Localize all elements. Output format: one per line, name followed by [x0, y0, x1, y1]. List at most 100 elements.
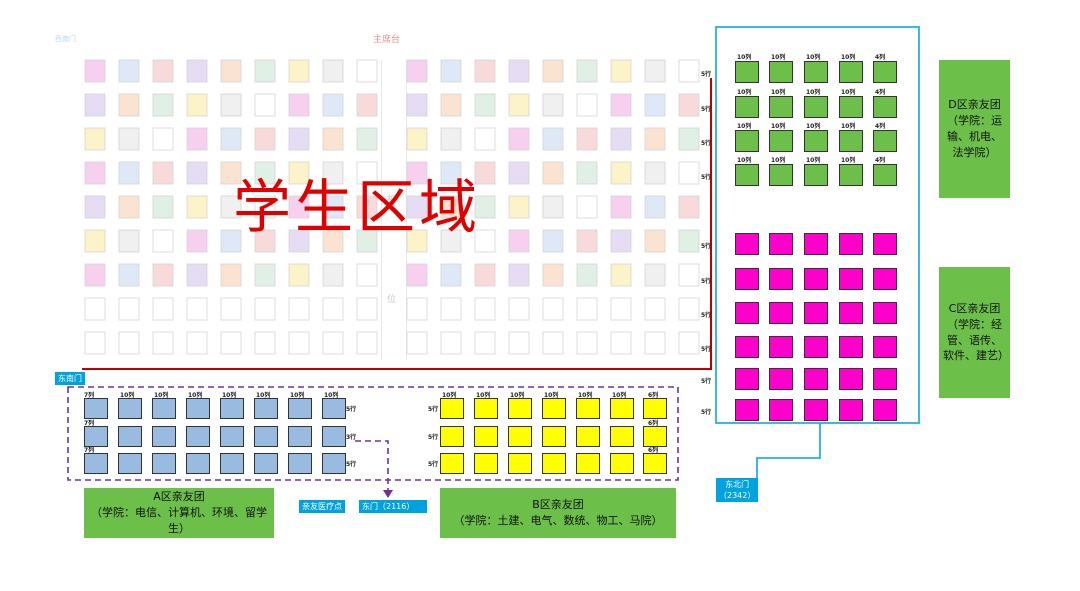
student-seat-block [644, 127, 666, 151]
student-seat-block [440, 59, 462, 83]
student-seat-block [254, 331, 276, 355]
zone-a-row-label: 5行 [346, 406, 357, 413]
zone-b-seat-block [440, 453, 464, 474]
northeast-door-code: （2342） [719, 491, 756, 500]
student-seat-block [322, 263, 344, 287]
student-seat-block [610, 93, 632, 117]
zone-c-seat-block [804, 399, 828, 421]
zone-c-seat-block [769, 268, 793, 290]
zone-c-seat-block [839, 336, 863, 358]
zone-a-seat-block [288, 398, 312, 419]
zone-c-seat-block [769, 302, 793, 324]
zone-d-title: D区亲友团 [948, 98, 1001, 112]
student-seat-block [254, 93, 276, 117]
zone-d-col-label: 10列 [806, 123, 821, 130]
zone-d-col-label: 4列 [875, 54, 886, 61]
zone-a-seat-block [186, 453, 210, 474]
northeast-door-tag: 东北门 （2342） [716, 478, 759, 502]
center-aisle [381, 60, 407, 360]
student-seat-block [288, 195, 310, 219]
student-seat-block [678, 297, 700, 321]
zone-b-seat-block [576, 453, 600, 474]
student-seat-block [610, 263, 632, 287]
student-seat-block [152, 195, 174, 219]
student-area-label: 学生区域 [233, 173, 482, 241]
zone-d-row-label: 5行 [701, 71, 712, 78]
student-seat-block [508, 297, 530, 321]
zone-b-row-label: 5行 [428, 434, 439, 441]
student-seat-block [406, 93, 428, 117]
zone-a-col-label: 10列 [222, 392, 237, 399]
west-door-tag-faint: 西南门 [55, 35, 76, 43]
zone-c-seat-block [769, 368, 793, 390]
east-south-door-tag: 东南门 [55, 372, 85, 385]
student-seat-block [84, 297, 106, 321]
zone-d-seat-block [839, 130, 863, 152]
zone-a-seat-block [254, 453, 278, 474]
zone-c-seat-block [839, 368, 863, 390]
zone-c-seat-block [873, 336, 897, 358]
zone-d-col-label: 10列 [771, 89, 786, 96]
zone-a-row-label: 3行 [346, 434, 357, 441]
zone-a-seat-block [84, 398, 108, 419]
zone-d-seat-block [839, 164, 863, 186]
zone-b-seat-block [576, 398, 600, 419]
zone-d-col-label: 10列 [841, 157, 856, 164]
zone-b-row-label: 5行 [428, 461, 439, 468]
student-seat-block [474, 127, 496, 151]
zone-a-row-label: 5行 [346, 461, 357, 468]
student-seat-block [542, 195, 564, 219]
student-seat-block [254, 229, 276, 253]
zone-a-col-label: 10列 [120, 392, 135, 399]
student-seat-block [610, 127, 632, 151]
student-seat-block [542, 331, 564, 355]
student-seat-block [186, 263, 208, 287]
zone-a-seat-block [220, 453, 244, 474]
student-seat-block [508, 59, 530, 83]
student-seat-block [610, 195, 632, 219]
student-seat-block [288, 297, 310, 321]
student-seat-block [542, 297, 564, 321]
zone-d-seat-block [735, 61, 759, 83]
zone-a-seat-block [254, 398, 278, 419]
zone-c-seat-block [735, 336, 759, 358]
student-seat-block [220, 127, 242, 151]
student-seat-block [542, 127, 564, 151]
zone-d-col-label: 10列 [737, 123, 752, 130]
student-seat-block [474, 331, 496, 355]
zone-c-seat-block [735, 399, 759, 421]
zone-b-colleges: （学院：土建、电气、数统、物工、马院） [453, 514, 663, 527]
student-seat-block [508, 127, 530, 151]
student-seat-block [186, 59, 208, 83]
student-seat-block [220, 229, 242, 253]
zone-d-seat-block [769, 164, 793, 186]
zone-d-seat-block [873, 61, 897, 83]
zone-d-row-label: 5行 [701, 174, 712, 181]
student-seat-block [644, 93, 666, 117]
student-seat-block [220, 93, 242, 117]
student-seat-block [576, 331, 598, 355]
student-seat-block [406, 195, 428, 219]
student-seat-grid [84, 59, 700, 355]
east-gate-tag: 东门（2116） [359, 500, 427, 513]
student-seat-block [610, 59, 632, 83]
student-seat-block [542, 229, 564, 253]
student-seat-block [322, 161, 344, 185]
zone-a-col-label: 10列 [154, 392, 169, 399]
zone-b-panel: B区亲友团 （学院：土建、电气、数统、物工、马院） [440, 488, 676, 538]
zone-a-seat-block [322, 453, 346, 474]
student-seat-block [322, 59, 344, 83]
student-seat-block [576, 93, 598, 117]
zone-c-seat-block [839, 268, 863, 290]
student-seat-block [644, 195, 666, 219]
student-seat-block [84, 263, 106, 287]
zone-b-row-label: 5行 [428, 406, 439, 413]
student-seat-block [254, 127, 276, 151]
student-seat-block [440, 93, 462, 117]
zone-b-col-label: 10列 [544, 392, 559, 399]
student-seat-block [288, 59, 310, 83]
student-seat-block [288, 161, 310, 185]
student-seat-block [474, 263, 496, 287]
zone-c-seat-block [804, 302, 828, 324]
zone-a-seat-block [152, 426, 176, 447]
